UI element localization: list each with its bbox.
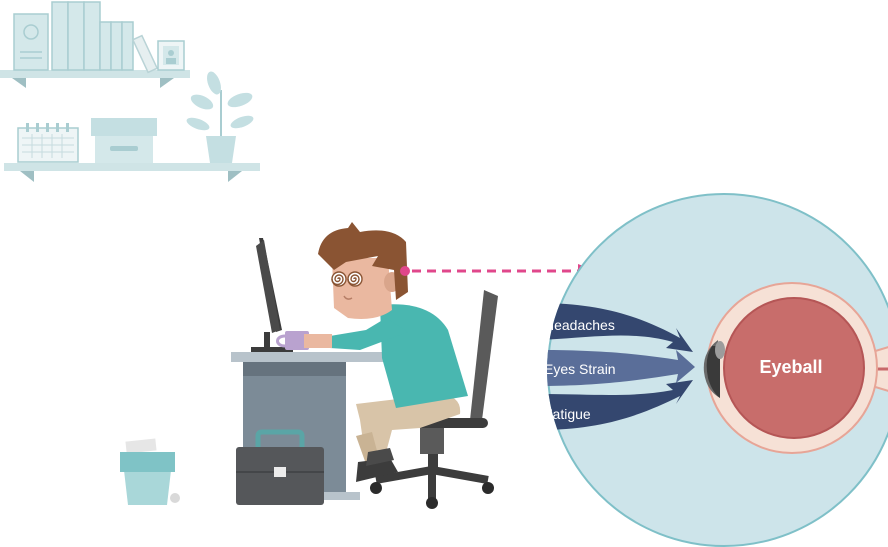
arrow-label-fatigue: Fatigue	[544, 406, 591, 422]
arrow-eyes-strain	[547, 350, 695, 386]
bookshelf-icon	[0, 70, 260, 182]
arrow-label-headaches: Headaches	[544, 317, 615, 333]
plant-icon	[186, 71, 254, 163]
storage-box-icon	[91, 118, 157, 163]
briefcase-icon	[236, 429, 324, 505]
trash-bin-icon	[120, 438, 180, 505]
eyeball-label: Eyeball	[759, 357, 822, 377]
arrow-fatigue	[547, 380, 693, 430]
books-icon	[13, 1, 185, 74]
calendar-icon	[17, 123, 79, 163]
monitor-icon	[251, 238, 293, 352]
tired-man-icon	[304, 222, 468, 482]
magnified-view: Headaches Eyes Strain Fatigue Eyeball	[544, 193, 888, 547]
arrow-headaches	[547, 303, 693, 352]
arrow-label-eyes-strain: Eyes Strain	[544, 361, 616, 377]
mug-icon	[276, 331, 309, 350]
sight-line	[400, 264, 596, 278]
eyeball-icon	[703, 282, 888, 454]
